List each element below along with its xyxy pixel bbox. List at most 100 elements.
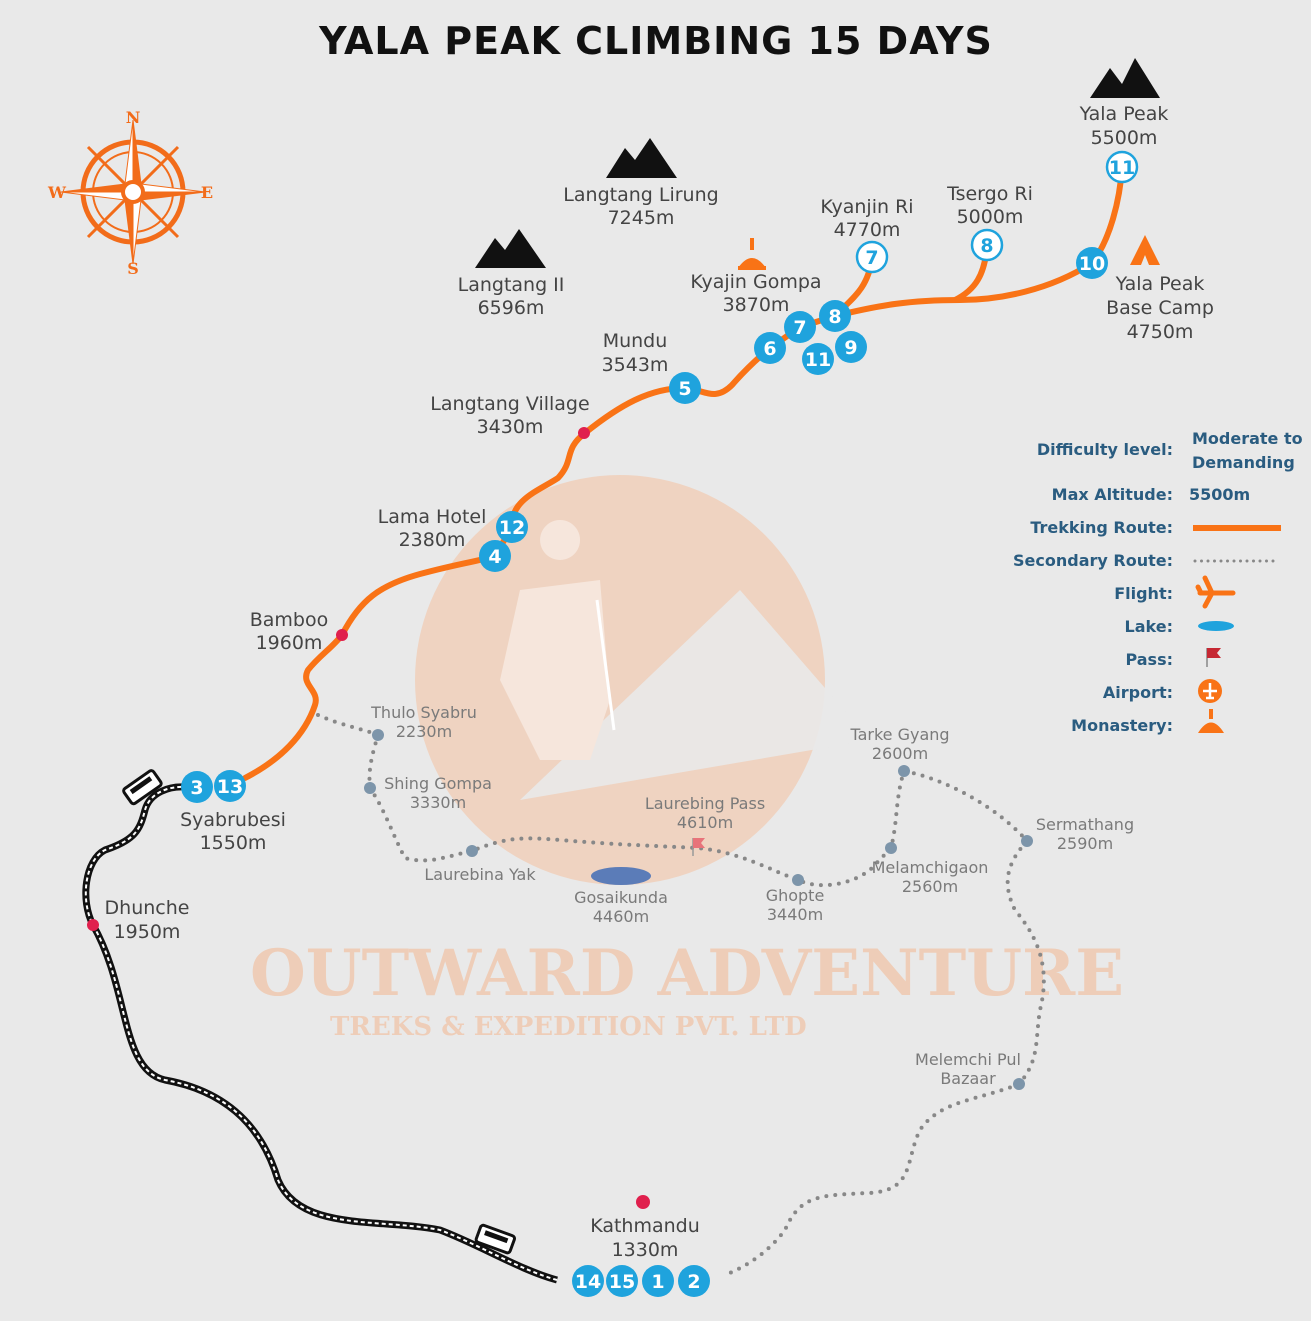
stop-dot bbox=[336, 629, 348, 641]
svg-text:7: 7 bbox=[793, 317, 806, 339]
place-alt: 1960m bbox=[256, 632, 323, 654]
place-name: Tarke Gyang bbox=[849, 725, 949, 744]
day-marker-1: 1 bbox=[642, 1265, 674, 1297]
place-name: Kyanjin Ri bbox=[820, 196, 913, 218]
svg-text:13: 13 bbox=[217, 776, 243, 798]
svg-text:5: 5 bbox=[678, 378, 691, 400]
place-name: Kyajin Gompa bbox=[690, 271, 821, 293]
waypoint-dot bbox=[898, 765, 910, 777]
svg-text:2: 2 bbox=[687, 1271, 700, 1293]
mountain-icon bbox=[475, 229, 546, 268]
waypoint-dot bbox=[792, 874, 804, 886]
svg-text:8: 8 bbox=[828, 306, 841, 328]
legend-altitude-label: Max Altitude: bbox=[1052, 485, 1173, 504]
place-alt: 3430m bbox=[477, 416, 544, 438]
day-marker-7: 7 bbox=[784, 311, 816, 343]
svg-text:12: 12 bbox=[499, 517, 525, 539]
day-marker-4: 4 bbox=[479, 540, 511, 572]
page-title: YALA PEAK CLIMBING 15 DAYS bbox=[318, 19, 993, 63]
svg-text:6: 6 bbox=[763, 338, 776, 360]
watermark: OUTWARD ADVENTURE TREKS & EXPEDITION PVT… bbox=[250, 475, 1124, 1042]
peak-alt: 7245m bbox=[608, 207, 675, 229]
place-alt: 3440m bbox=[767, 905, 823, 924]
peak-alt: 6596m bbox=[478, 297, 545, 319]
legend-difficulty-value: Moderate to bbox=[1192, 429, 1303, 448]
place-name: Yala Peak bbox=[1115, 273, 1205, 295]
place-name: Laurebing Pass bbox=[645, 794, 765, 813]
monastery-icon bbox=[738, 238, 766, 270]
peak-name: Langtang Lirung bbox=[563, 184, 718, 206]
place-alt: 4460m bbox=[593, 907, 649, 926]
legend-secondary-label: Secondary Route: bbox=[1013, 551, 1173, 570]
svg-text:9: 9 bbox=[844, 337, 857, 359]
legend-lake-label: Lake: bbox=[1125, 617, 1173, 636]
legend-airport-label: Airport: bbox=[1103, 683, 1173, 702]
watermark-line2: TREKS & EXPEDITION PVT. LTD bbox=[330, 1012, 807, 1042]
compass-n: N bbox=[126, 108, 141, 127]
place-alt: 2230m bbox=[396, 722, 452, 741]
day-marker-11-outline: 11 bbox=[1105, 150, 1139, 184]
lake-gosaikunda bbox=[591, 867, 651, 885]
place-name: Bazaar bbox=[940, 1069, 996, 1088]
peak-name: Yala Peak bbox=[1079, 103, 1169, 125]
waypoint-dot bbox=[1021, 835, 1033, 847]
day-marker-6: 6 bbox=[754, 332, 786, 364]
day-marker-2: 2 bbox=[678, 1265, 710, 1297]
legend-flight-label: Flight: bbox=[1114, 584, 1173, 603]
legend-monastery-label: Monastery: bbox=[1071, 716, 1173, 735]
svg-text:14: 14 bbox=[575, 1271, 601, 1293]
pass-flag-icon bbox=[692, 838, 705, 856]
day-marker-8-outline: 8 bbox=[970, 228, 1004, 262]
place-alt: 4750m bbox=[1127, 321, 1194, 343]
stop-dot bbox=[636, 1195, 650, 1209]
place-alt: 2600m bbox=[872, 744, 928, 763]
day-marker-12: 12 bbox=[496, 511, 528, 543]
svg-text:8: 8 bbox=[980, 235, 993, 257]
place-name: Bamboo bbox=[250, 609, 329, 631]
airport-icon bbox=[1198, 679, 1222, 703]
day-marker-14: 14 bbox=[572, 1265, 604, 1297]
svg-text:11: 11 bbox=[1109, 157, 1135, 179]
svg-text:7: 7 bbox=[865, 247, 878, 269]
compass-rose-icon bbox=[60, 119, 206, 265]
legend-difficulty-label: Difficulty level: bbox=[1037, 440, 1173, 459]
day-marker-7-outline: 7 bbox=[855, 240, 889, 274]
svg-text:1: 1 bbox=[651, 1271, 664, 1293]
place-name: Dhunche bbox=[105, 897, 190, 919]
day-marker-8: 8 bbox=[819, 300, 851, 332]
place-name: Sermathang bbox=[1036, 815, 1134, 834]
place-name: Ghopte bbox=[766, 886, 825, 905]
stop-dot bbox=[578, 427, 590, 439]
day-marker-9: 9 bbox=[835, 331, 867, 363]
place-alt: 3330m bbox=[410, 793, 466, 812]
day-marker-13: 13 bbox=[214, 770, 246, 802]
svg-text:4: 4 bbox=[488, 546, 501, 568]
day-marker-5: 5 bbox=[669, 372, 701, 404]
place-name: Laurebina Yak bbox=[424, 865, 536, 884]
compass-s: S bbox=[127, 259, 139, 278]
place-name: Melemchi Pul bbox=[915, 1050, 1021, 1069]
legend-trekking-label: Trekking Route: bbox=[1030, 518, 1173, 537]
place-name: Lama Hotel bbox=[378, 506, 487, 528]
day-marker-10: 10 bbox=[1076, 247, 1108, 279]
compass-w: W bbox=[47, 183, 67, 202]
place-name: Thulo Syabru bbox=[370, 703, 477, 722]
legend-pass-label: Pass: bbox=[1125, 650, 1173, 669]
place-name: Base Camp bbox=[1106, 297, 1214, 319]
place-alt: 4610m bbox=[677, 813, 733, 832]
legend: Difficulty level: Moderate to Demanding … bbox=[1013, 429, 1303, 735]
place-name: Syabrubesi bbox=[180, 809, 286, 831]
place-name: Mundu bbox=[603, 330, 668, 352]
pass-flag-icon bbox=[1206, 648, 1221, 667]
place-alt: 1550m bbox=[200, 832, 267, 854]
monastery-icon bbox=[1198, 709, 1224, 733]
day-marker-11: 11 bbox=[802, 343, 834, 375]
waypoint-dot bbox=[466, 845, 478, 857]
svg-text:3: 3 bbox=[190, 777, 203, 799]
place-alt: 3870m bbox=[723, 294, 790, 316]
stop-dot bbox=[87, 919, 99, 931]
peak-alt: 5500m bbox=[1091, 127, 1158, 149]
legend-difficulty-value: Demanding bbox=[1192, 453, 1295, 472]
place-alt: 5000m bbox=[957, 206, 1024, 228]
waypoint-dot bbox=[885, 842, 897, 854]
